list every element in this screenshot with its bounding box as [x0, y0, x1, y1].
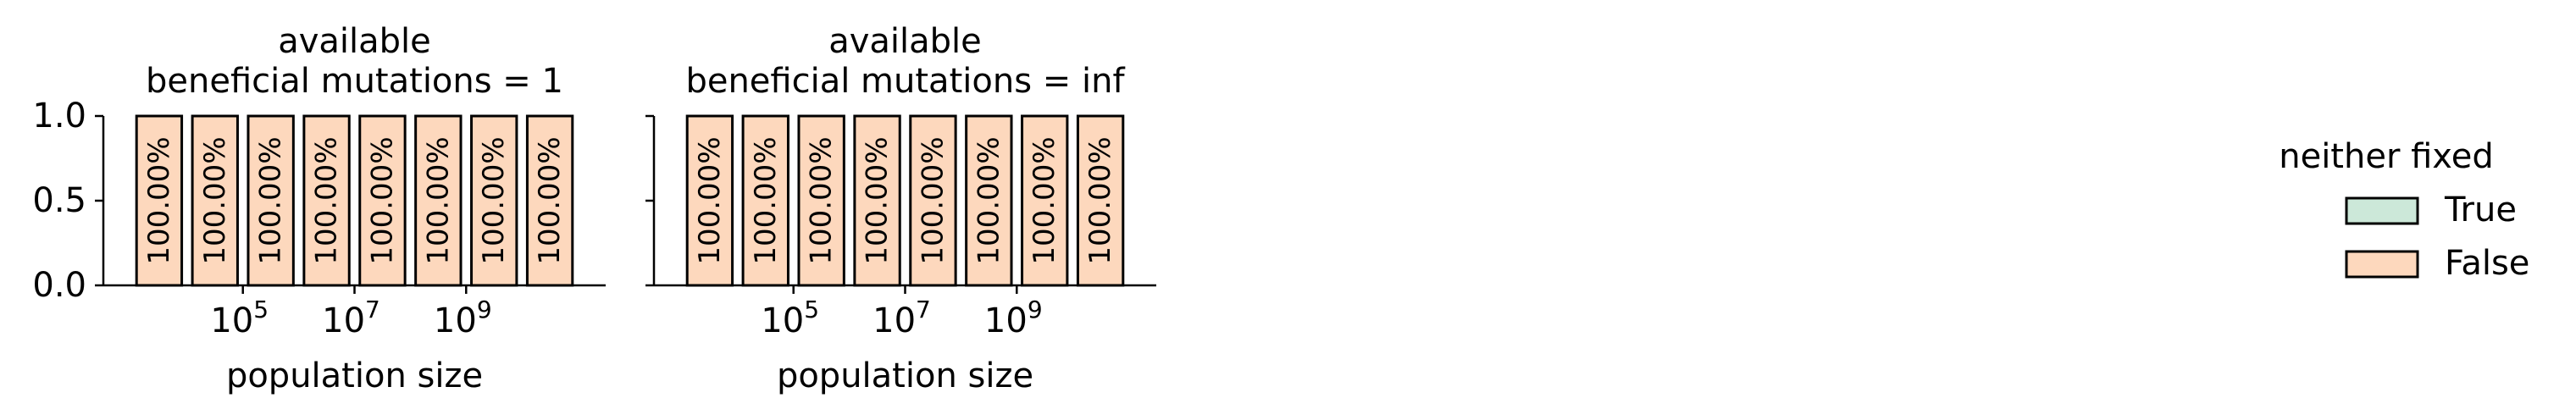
- bar-value-label: 100.00%: [805, 136, 839, 264]
- x-tick-label: 107: [322, 296, 380, 340]
- x-tick-exponent: 7: [365, 296, 380, 323]
- bar-value-label: 100.00%: [310, 136, 344, 264]
- x-axis-label: population size: [226, 356, 483, 395]
- chart-title-line: available: [278, 22, 431, 61]
- legend-title: neither fixed: [2279, 137, 2494, 176]
- bar-value-label: 100.00%: [421, 136, 455, 264]
- x-tick-label: 109: [434, 296, 492, 340]
- bar-value-label: 100.00%: [477, 136, 511, 264]
- bar-false: [741, 114, 789, 287]
- x-tick-label: 105: [761, 296, 819, 340]
- x-tick-base: 10: [984, 301, 1028, 340]
- y-tick-label: 1.0: [32, 97, 86, 135]
- y-tick-label: 0.5: [32, 181, 86, 220]
- x-tick-exponent: 9: [1028, 296, 1043, 323]
- bar-value-label: 100.00%: [254, 136, 288, 264]
- x-tick-base: 10: [761, 301, 804, 340]
- legend-label-true: True: [2444, 191, 2517, 229]
- x-tick-exponent: 5: [804, 296, 819, 323]
- bar-false: [135, 114, 184, 287]
- bar-value-label: 100.00%: [1028, 136, 1061, 264]
- chart-title-line: beneficial mutations = 1: [146, 62, 563, 101]
- bar-false: [414, 114, 463, 287]
- x-tick-exponent: 7: [916, 296, 931, 323]
- x-axis-label: population size: [777, 356, 1033, 395]
- bar-value-label: 100.00%: [142, 136, 176, 264]
- bar-value-label: 100.00%: [972, 136, 1005, 264]
- chart-title-line: available: [828, 22, 982, 61]
- bar-value-label: 100.00%: [693, 136, 727, 264]
- legend-label-false: False: [2445, 244, 2529, 283]
- bar-value-label: 100.00%: [1083, 136, 1117, 264]
- x-tick-base: 10: [210, 301, 253, 340]
- bar-false: [965, 114, 1013, 287]
- x-tick-label: 107: [873, 296, 931, 340]
- x-tick-base: 10: [322, 301, 365, 340]
- bar-value-label: 100.00%: [365, 136, 399, 264]
- bar-value-label: 100.00%: [533, 136, 567, 264]
- bar-false: [525, 114, 574, 287]
- legend-swatch-true: [2345, 196, 2419, 225]
- bar-value-label: 100.00%: [198, 136, 232, 264]
- x-tick-exponent: 9: [477, 296, 492, 323]
- x-tick-base: 10: [873, 301, 916, 340]
- legend-swatch-false: [2345, 250, 2419, 279]
- x-tick-label: 109: [984, 296, 1043, 340]
- chart-title-line: beneficial mutations = inf: [685, 62, 1125, 101]
- x-tick-exponent: 5: [253, 296, 269, 323]
- bar-false: [302, 114, 351, 287]
- bar-value-label: 100.00%: [749, 136, 783, 264]
- x-tick-label: 105: [210, 296, 269, 340]
- bar-value-label: 100.00%: [916, 136, 950, 264]
- bar-false: [1021, 114, 1069, 287]
- x-tick-base: 10: [434, 301, 477, 340]
- y-tick-label: 0.0: [32, 266, 86, 305]
- bar-value-label: 100.00%: [861, 136, 895, 264]
